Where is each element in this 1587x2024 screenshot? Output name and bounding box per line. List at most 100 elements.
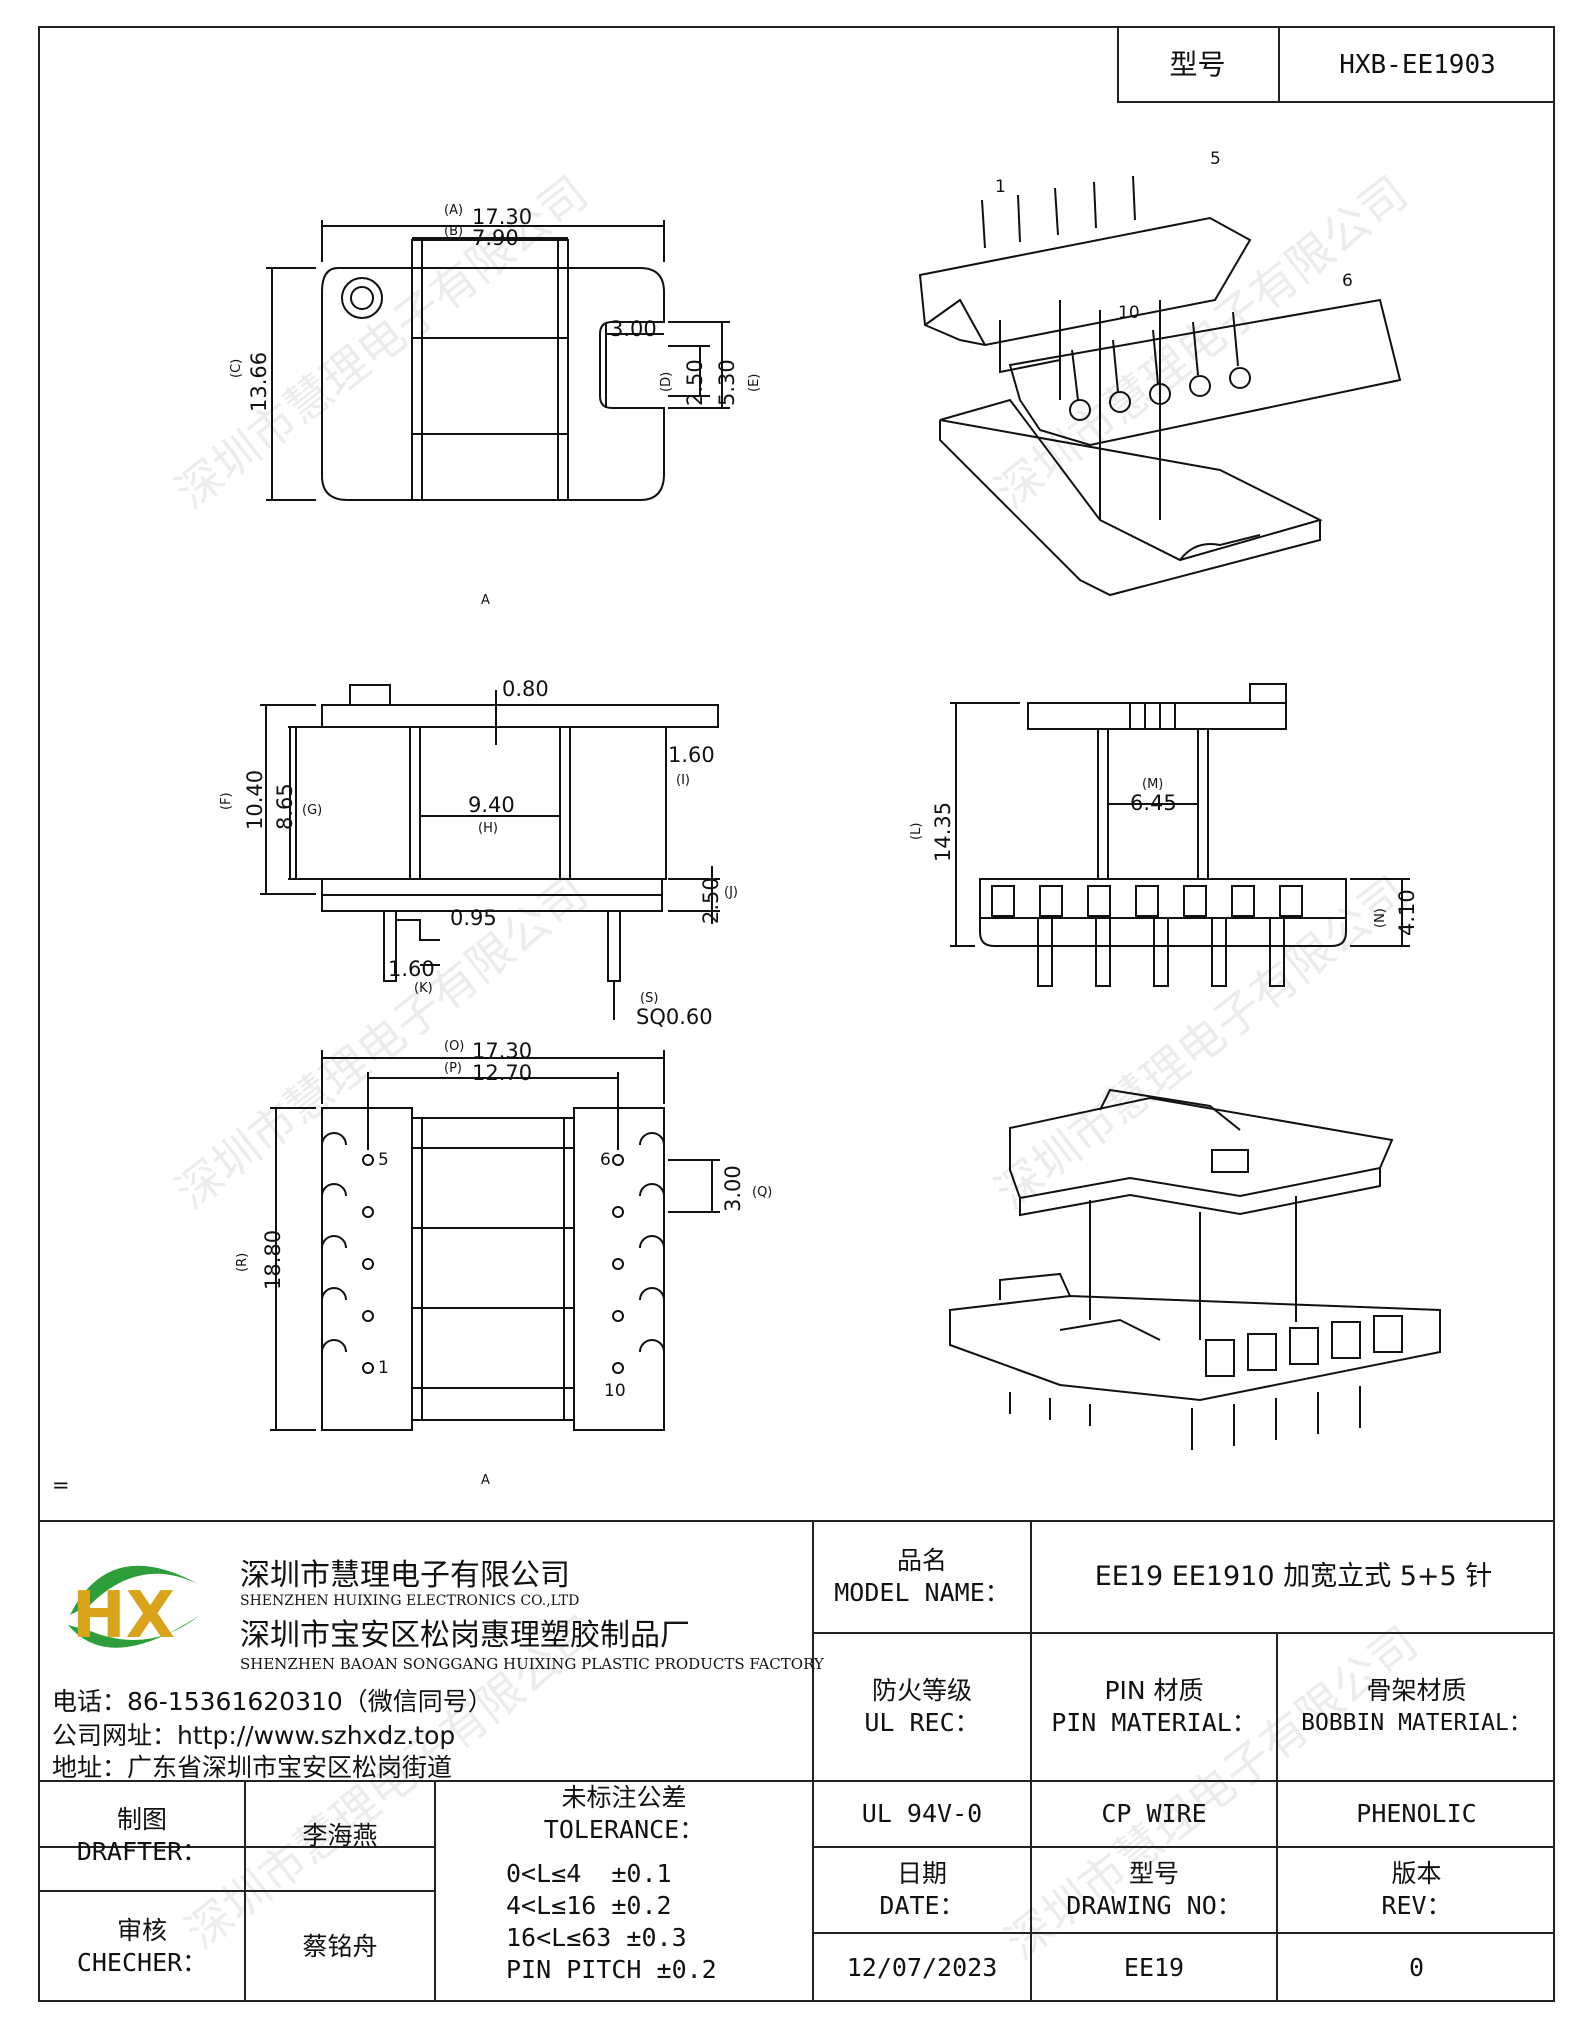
company-name-cn: 深圳市慧理电子有限公司 [240, 1558, 570, 1593]
dim-o-label: (O) [444, 1039, 464, 1054]
dim-k-label: (K) [414, 981, 433, 996]
dim-h-value: 9.40 [468, 793, 515, 817]
dim-f-label: (F) [219, 792, 234, 810]
dim-k-value: 1.60 [388, 957, 435, 981]
model-name-value: EE19 EE1910 加宽立式 5+5 针 [1094, 1561, 1493, 1592]
checker-en: CHECHER： [76, 1948, 208, 1977]
dim-n-label: (N) [1373, 908, 1388, 928]
rev-header: 版本 REV： [1278, 1848, 1555, 1932]
side-mark: = [52, 1473, 70, 1497]
bottom-view-mark: A [481, 1473, 490, 1488]
drafter-en: DRAFTER： [76, 1837, 208, 1866]
dim-q-label: (Q) [752, 1185, 772, 1200]
pin-material-header: PIN 材质 PIN MATERIAL： [1032, 1634, 1276, 1780]
bobbin-material-cn: 骨架材质 [1366, 1676, 1467, 1705]
titleblock-divider-5 [434, 1780, 436, 2002]
rev-en: REV： [1381, 1891, 1452, 1920]
iso-pin-1: 1 [995, 177, 1006, 197]
dim-n-value: 4.10 [1395, 889, 1419, 936]
dim-p-label: (P) [444, 1061, 462, 1076]
titleblock-divider-2 [1030, 1520, 1032, 2002]
bottom-view [270, 1050, 720, 1431]
drafter-value: 李海燕 [302, 1821, 378, 1850]
rev-cn: 版本 [1391, 1859, 1442, 1888]
pin-material-cn: PIN 材质 [1104, 1676, 1204, 1705]
pin-material-value: CP WIRE [1101, 1799, 1207, 1828]
titleblock-line-2 [38, 1780, 1555, 1782]
dim-a-label: (A) [444, 203, 463, 218]
checker-header: 审核 CHECHER： [40, 1892, 244, 2002]
header-model-value: HXB-EE1903 [1339, 49, 1496, 80]
drawing-no-value: EE19 [1123, 1953, 1185, 1982]
dim-j-value: 2.50 [699, 877, 723, 924]
tolerance-line-3: 16<L≤63 ±0.3 [506, 1923, 687, 1952]
dim-i-label: (I) [676, 773, 690, 788]
tolerance-line-4: PIN PITCH ±0.2 [506, 1955, 717, 1984]
tolerance-en: TOLERANCE： [543, 1815, 705, 1844]
dim-d-value: 2.50 [683, 359, 707, 406]
drawing-no-header: 型号 DRAWING NO： [1032, 1848, 1276, 1932]
date-en: DATE： [879, 1891, 965, 1920]
rev-value: 0 [1408, 1953, 1425, 1982]
top-view-mark: A [481, 593, 490, 608]
ul-rec-en: UL REC： [864, 1708, 980, 1737]
date-header: 日期 DATE： [814, 1848, 1030, 1932]
titleblock-line-3 [812, 1846, 1555, 1848]
front-view [260, 684, 720, 1020]
logo-letters: HX [72, 1579, 175, 1653]
tolerance-line-2: 4<L≤16 ±0.2 [506, 1891, 672, 1920]
drafter-cn: 制图 [116, 1805, 167, 1834]
bobbin-material-header: 骨架材质 BOBBIN MATERIAL： [1278, 1634, 1555, 1780]
titleblock-divider-3 [1276, 1632, 1278, 2002]
drawing-frame [38, 26, 1555, 2002]
titleblock-line-3b [38, 1846, 434, 1848]
dim-b-value: 7.90 [472, 226, 519, 250]
dim-q-value: 3.00 [721, 1165, 745, 1212]
dim-a-value: 17.30 [472, 205, 532, 229]
drawing-no-en: DRAWING NO： [1066, 1891, 1242, 1920]
date-value: 12/07/2023 [846, 1953, 998, 1982]
titleblock-divider-4 [244, 1780, 246, 2002]
dim-l-value: 14.35 [931, 802, 955, 862]
header-model-label: 型号 [1169, 47, 1226, 81]
titleblock-line-4 [38, 1890, 434, 1892]
company-phone: 电话：86-15361620310（微信同号） [52, 1687, 493, 1716]
dim-c-label: (C) [229, 359, 244, 378]
tolerance-list: 0<L≤4 ±0.1 4<L≤16 ±0.2 16<L≤63 ±0.3 PIN … [506, 1858, 717, 1986]
dim-j-label: (J) [724, 885, 738, 900]
dim-g-label: (G) [302, 803, 322, 818]
tolerance-cn: 未标注公差 [561, 1783, 687, 1812]
dim-p-value: 12.70 [472, 1061, 532, 1085]
top-view [266, 220, 730, 501]
header-divider [1278, 26, 1280, 103]
company-logo: HX [68, 1565, 200, 1653]
side-view [950, 683, 1410, 987]
checker-value: 蔡铭舟 [302, 1932, 378, 1961]
dim-top-value: 0.80 [502, 677, 549, 701]
dim-o-value: 17.30 [472, 1039, 532, 1063]
dim-c-value: 13.66 [247, 352, 271, 412]
dim-s-value: SQ0.60 [636, 1005, 713, 1029]
dim-g-value: 8.65 [273, 783, 297, 830]
titleblock-line-5 [812, 1932, 1555, 1934]
bobbin-material-value: PHENOLIC [1356, 1799, 1477, 1828]
bottom-pin-5: 5 [378, 1150, 389, 1170]
iso-pin-10: 10 [1118, 303, 1140, 323]
model-name-en: MODEL NAME： [834, 1578, 1010, 1607]
ul-rec-cn: 防火等级 [871, 1676, 972, 1705]
dim-m-label: (M) [1142, 777, 1163, 792]
ul-rec-header: 防火等级 UL REC： [814, 1634, 1030, 1780]
dim-b-label: (B) [444, 224, 463, 239]
pin-material-en: PIN MATERIAL： [1051, 1708, 1257, 1737]
bottom-pin-10: 10 [604, 1381, 626, 1401]
dim-slot-value: 3.00 [610, 317, 657, 341]
bottom-pin-6: 6 [600, 1150, 611, 1170]
tolerance-line-1: 0<L≤4 ±0.1 [506, 1859, 672, 1888]
header-model-box [1117, 26, 1555, 103]
dim-gap-value: 0.95 [450, 906, 497, 930]
company-website: 公司网址：http://www.szhxdz.top [52, 1721, 456, 1750]
company-address: 地址：广东省深圳市宝安区松岗街道 [52, 1753, 453, 1782]
bottom-pin-1: 1 [378, 1358, 389, 1378]
titleblock-top-line [38, 1520, 1555, 1522]
checker-cn: 审核 [116, 1916, 167, 1945]
